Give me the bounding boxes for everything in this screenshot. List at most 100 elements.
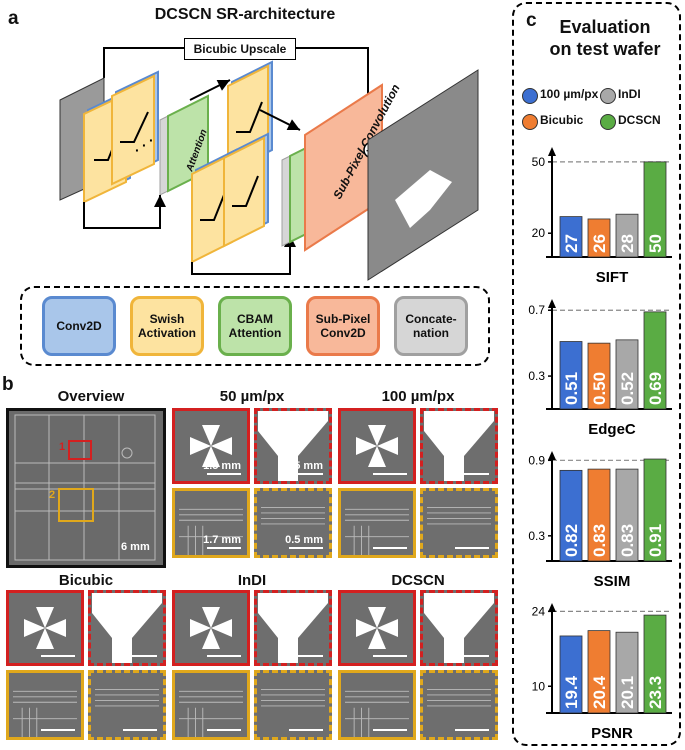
bicubic-star-image xyxy=(6,590,84,666)
bar-2 xyxy=(615,339,639,410)
scalebar-line xyxy=(41,655,75,657)
100um-lines-image xyxy=(338,488,416,558)
scalebar-line xyxy=(289,473,323,475)
scalebar-line xyxy=(455,547,489,549)
y-tick-label: 0.3 xyxy=(528,369,545,383)
50um-lines-zoom-image: 0.5 mm xyxy=(254,488,332,558)
bar-0 xyxy=(559,216,583,258)
y-tick-label: 0.9 xyxy=(528,453,545,467)
bicubic-lines-zoom-image xyxy=(88,670,166,740)
bar-1 xyxy=(587,630,611,714)
legend-label-1: InDI xyxy=(618,87,641,101)
legend-subpixel: Sub-Pixel Conv2D xyxy=(306,296,380,356)
chart-title: PSNR xyxy=(591,725,633,742)
bar-3 xyxy=(643,614,667,714)
output-image xyxy=(367,69,479,281)
bar-value-label: 0.69 xyxy=(646,372,665,405)
legend-label-0: 100 µm/px xyxy=(540,87,599,101)
scalebar-line xyxy=(373,655,407,657)
50um-star-image: 1.5 mm xyxy=(172,408,250,484)
bar-value-label: 0.50 xyxy=(590,372,609,405)
chart-title: SIFT xyxy=(596,269,629,286)
scalebar-line xyxy=(207,729,241,731)
bar-value-label: 0.82 xyxy=(562,524,581,557)
50um-lines-image: 1.7 mm xyxy=(172,488,250,558)
legend-conv2d: Conv2D xyxy=(42,296,116,356)
svg-text:·: · xyxy=(142,137,147,153)
bar-value-label: 0.51 xyxy=(562,372,581,405)
scalebar-line xyxy=(455,655,489,657)
dcscn-lines-image xyxy=(338,670,416,740)
panel-c-letter: c xyxy=(526,10,537,31)
bar-1 xyxy=(587,468,611,562)
bar-1 xyxy=(587,218,611,258)
scalebar-line xyxy=(455,473,489,475)
bar-value-label: 19.4 xyxy=(562,675,581,709)
header-50um: 50 µm/px xyxy=(219,388,285,405)
indi-lines-zoom-image xyxy=(254,670,332,740)
indi-lines-image xyxy=(172,670,250,740)
evaluation-panel xyxy=(512,2,681,746)
bar-value-label: 23.3 xyxy=(646,676,665,709)
bar-1 xyxy=(587,342,611,410)
scalebar-line xyxy=(41,729,75,731)
y-tick-label: 20 xyxy=(532,226,546,240)
scale-label-star-zoom: 0.5 mm xyxy=(285,460,323,472)
panel-a-title: DCSCN SR-architecture xyxy=(154,6,336,23)
chart-title: SSIM xyxy=(594,573,631,590)
legend-dot-3 xyxy=(600,114,616,130)
scalebar-line xyxy=(373,729,407,731)
legend-label-3: DCSCN xyxy=(618,113,661,127)
100um-star-zoom-image xyxy=(420,408,498,484)
scalebar-line xyxy=(373,547,407,549)
bar-value-label: 20.1 xyxy=(618,676,637,709)
bicubic-star-zoom-image xyxy=(88,590,166,666)
bar-value-label: 0.83 xyxy=(590,524,609,557)
bar-value-label: 0.91 xyxy=(646,524,665,557)
bicubic-upscale-box: Bicubic Upscale xyxy=(184,38,296,60)
bicubic-lines-image xyxy=(6,670,84,740)
indi-star-zoom-image xyxy=(254,590,332,666)
panel-a-letter: a xyxy=(8,8,19,29)
bar-3 xyxy=(643,161,667,258)
bar-0 xyxy=(559,341,583,410)
legend-swish: Swish Activation xyxy=(130,296,204,356)
50um-star-zoom-image: 0.5 mm xyxy=(254,408,332,484)
y-tick-label: 0.7 xyxy=(528,303,545,317)
panel-b-letter: b xyxy=(2,374,14,395)
100um-lines-zoom-image xyxy=(420,488,498,558)
overview-scalebar: 6 mm xyxy=(121,541,150,553)
bar-3 xyxy=(643,311,667,410)
scalebar-line xyxy=(207,473,241,475)
roi-1-label: 1 xyxy=(59,441,66,453)
svg-text:·: · xyxy=(135,142,140,158)
scale-label-star: 1.5 mm xyxy=(203,460,241,472)
y-tick-label: 50 xyxy=(532,155,546,169)
scalebar-line xyxy=(373,473,407,475)
scale-label-lines-zoom: 0.5 mm xyxy=(285,534,323,546)
dcscn-star-zoom-image xyxy=(420,590,498,666)
bar-value-label: 27 xyxy=(562,234,581,253)
evaluation-title-line1: Evaluation xyxy=(559,17,651,37)
svg-text:·: · xyxy=(149,132,154,148)
scalebar-line xyxy=(123,655,157,657)
bar-value-label: 0.83 xyxy=(618,524,637,557)
bar-3 xyxy=(643,458,667,562)
scalebar-line xyxy=(207,655,241,657)
scalebar-line xyxy=(123,729,157,731)
header-bicubic: Bicubic xyxy=(58,572,114,589)
dcscn-star-image xyxy=(338,590,416,666)
scalebar-line xyxy=(289,729,323,731)
header-100um: 100 µm/px xyxy=(381,388,455,405)
legend-dot-2 xyxy=(522,114,538,130)
bar-2 xyxy=(615,631,639,714)
architecture-legend xyxy=(20,286,490,366)
bar-value-label: 0.52 xyxy=(618,372,637,405)
scalebar-line xyxy=(207,547,241,549)
bar-2 xyxy=(615,213,639,258)
bar-value-label: 28 xyxy=(618,234,637,253)
dcscn-lines-zoom-image xyxy=(420,670,498,740)
100um-star-image xyxy=(338,408,416,484)
evaluation-title: Evaluation on test wafer xyxy=(530,16,680,60)
legend-label-2: Bicubic xyxy=(540,113,584,127)
